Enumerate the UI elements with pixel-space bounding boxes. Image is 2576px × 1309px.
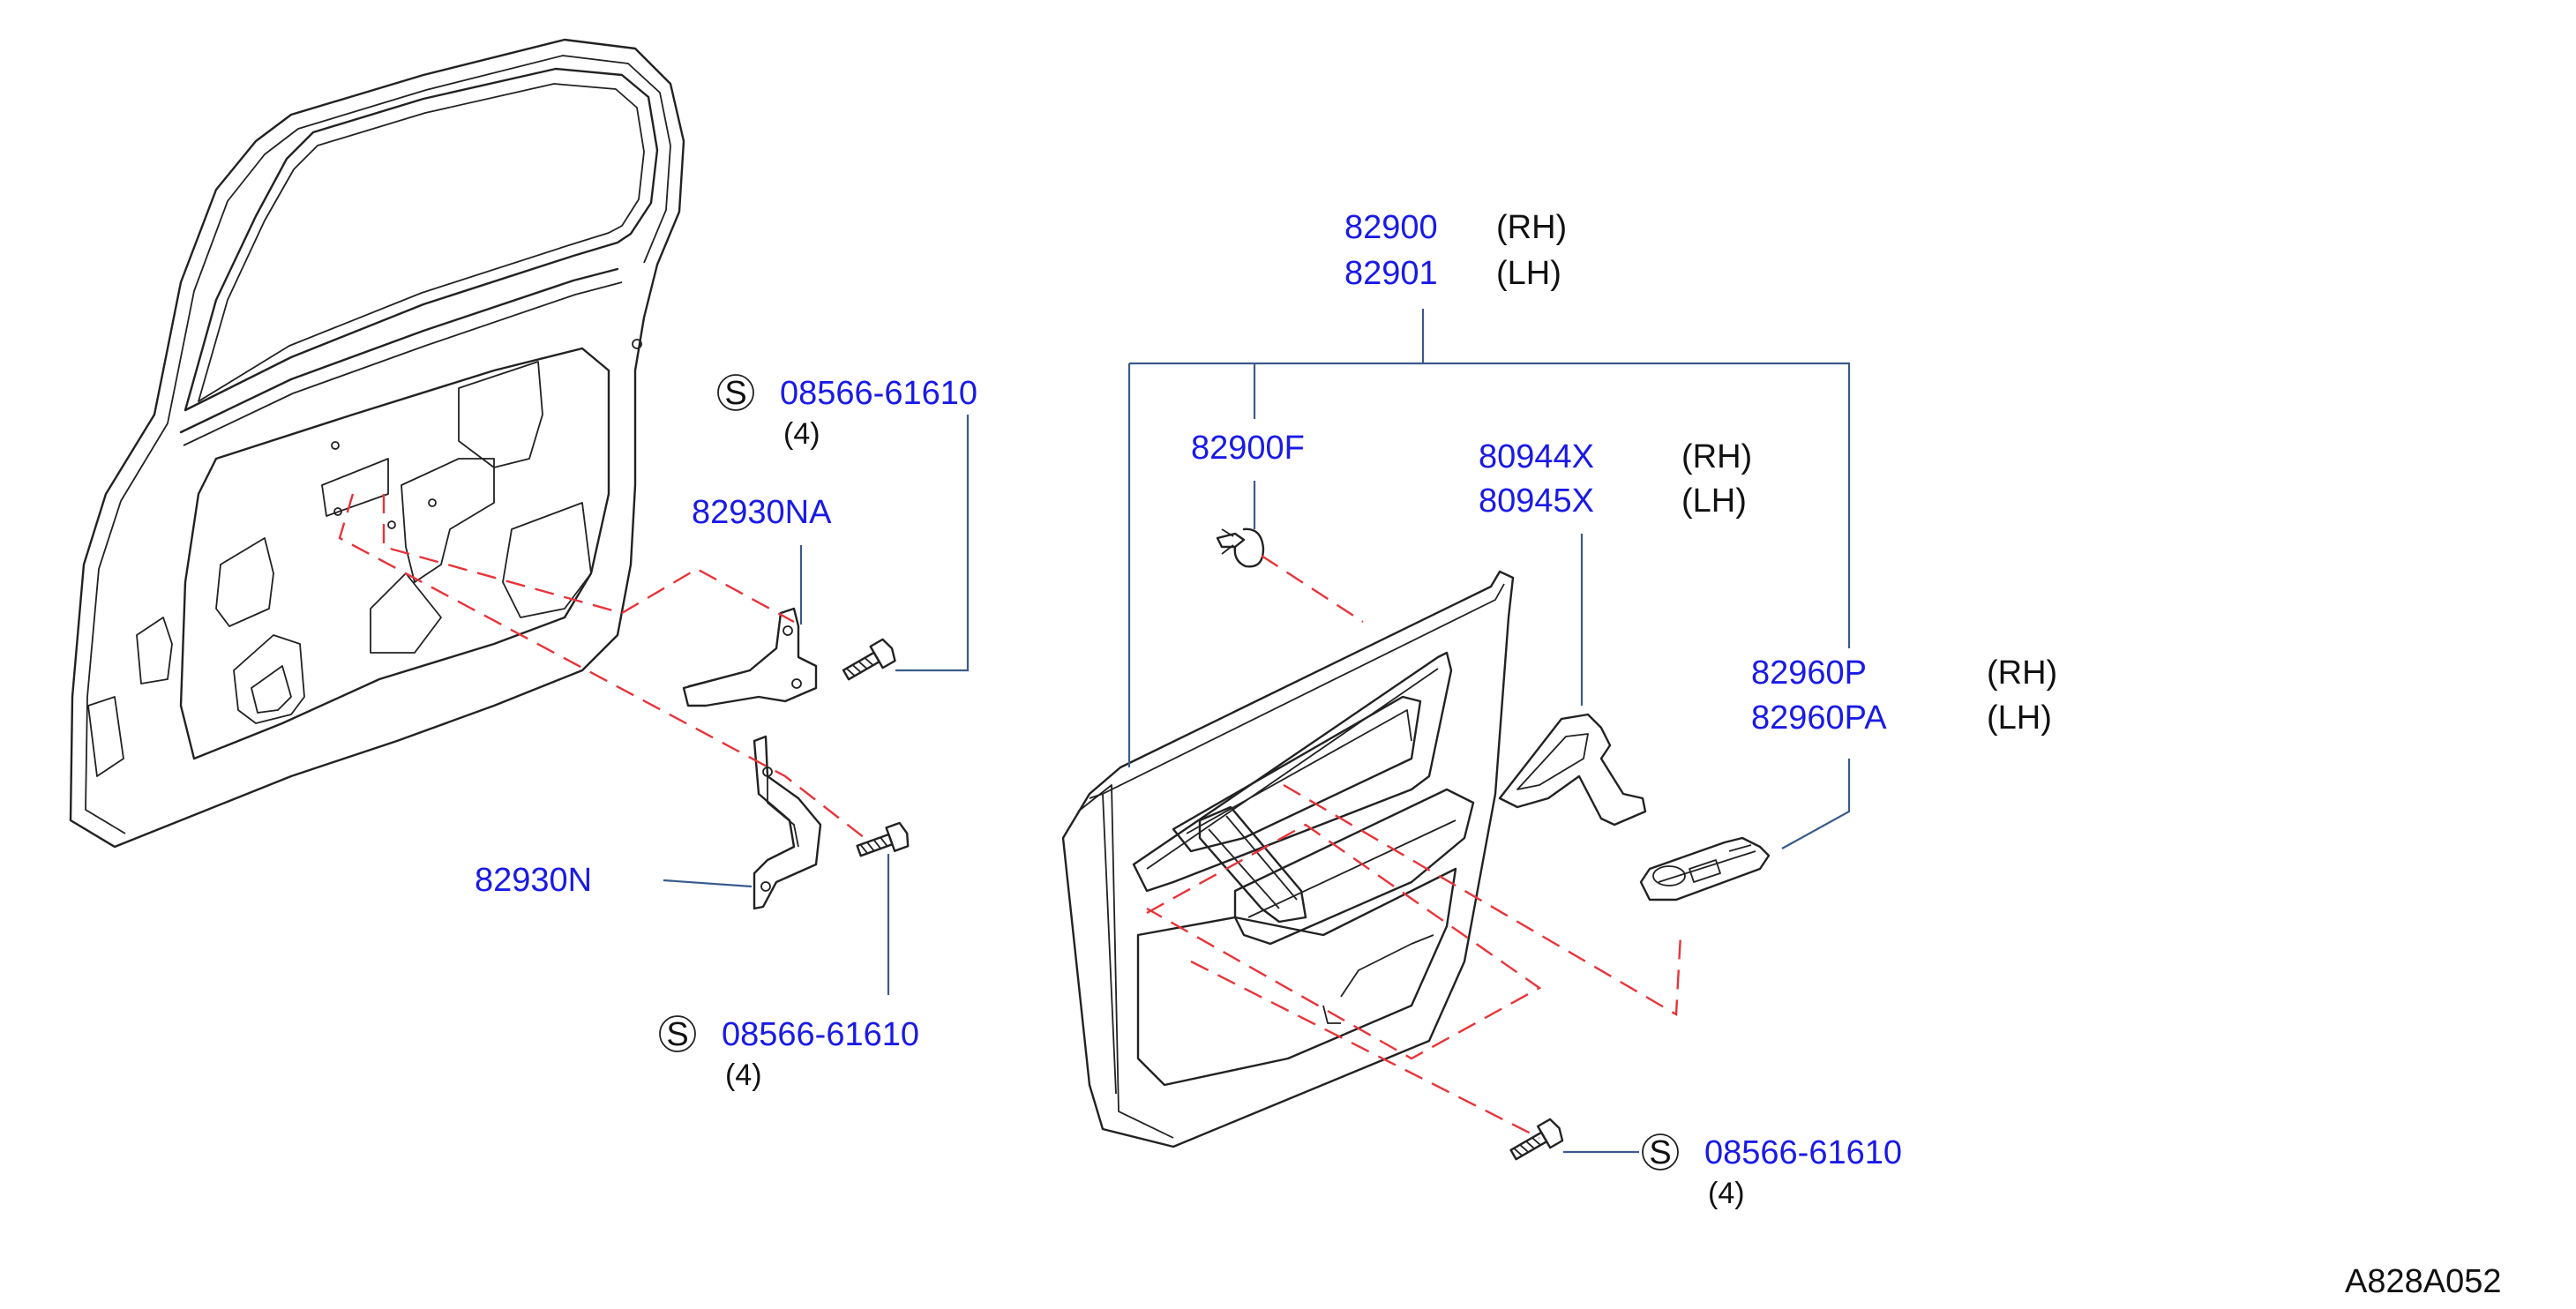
s-symbol-top [717,374,754,411]
diagram-code: A828A052 [2345,1263,2502,1300]
label-trim-lh-side: (LH) [1496,255,1561,292]
label-screw-right-qty: (4) [1708,1177,1745,1210]
s-symbol-right-letter: S [1649,1134,1671,1171]
bracket-lower [753,735,822,910]
label-screw-left-part[interactable]: 08566-61610 [722,1016,919,1053]
label-switch-lh-part[interactable]: 82960PA [1751,699,1887,737]
label-switch-lh-side: (LH) [1987,699,2052,737]
label-switch-rh-part[interactable]: 82960P [1751,654,1867,692]
label-handle-lh-side: (LH) [1681,482,1747,520]
label-clip-part[interactable]: 82900F [1191,430,1305,467]
label-bracket-lower-part[interactable]: 82930N [475,862,592,899]
s-symbol-right [1642,1133,1679,1171]
label-screw-left-qty: (4) [725,1058,762,1092]
door-trim-panel [1061,570,1515,1148]
leader-lines [663,309,1851,1154]
clip-part [1216,527,1265,568]
s-symbol-left-letter: S [666,1016,688,1053]
door-frame [69,38,685,849]
label-screw-top-qty: (4) [783,417,820,451]
s-symbol-top-letter: S [724,375,746,412]
screw-upper [842,638,896,681]
label-trim-rh-side: (RH) [1496,209,1567,246]
screw-right [1509,1118,1564,1161]
screw-left [856,821,910,857]
label-switch-rh-side: (RH) [1987,654,2057,692]
label-handle-rh-side: (RH) [1681,438,1752,475]
s-symbol-left [659,1015,696,1052]
label-handle-lh-part[interactable]: 80945X [1479,482,1594,520]
handle-escutcheon [1498,713,1647,827]
hidden-lines [338,493,1682,1140]
bracket-upper [682,607,818,707]
label-screw-top-part[interactable]: 08566-61610 [780,375,977,412]
label-screw-right-part[interactable]: 08566-61610 [1704,1134,1902,1171]
window-switch [1639,836,1771,901]
label-handle-rh-part[interactable]: 80944X [1479,438,1594,475]
label-bracket-upper-part[interactable]: 82930NA [692,494,832,531]
label-trim-rh-part[interactable]: 82900 [1344,209,1438,246]
label-trim-lh-part[interactable]: 82901 [1344,255,1438,292]
